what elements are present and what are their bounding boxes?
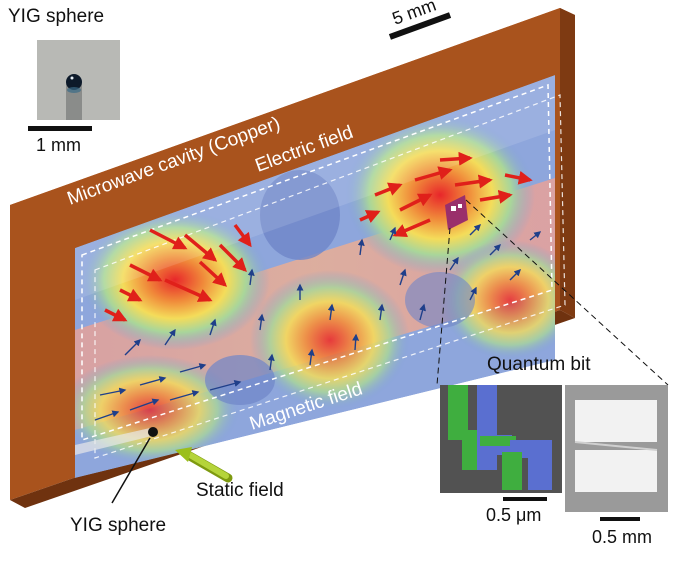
qubit-chip-in-cavity — [445, 195, 468, 230]
yig-sphere-photo — [37, 40, 120, 120]
yig-inset-scale-label: 1 mm — [36, 135, 81, 155]
yig-inset-title: YIG sphere — [8, 6, 105, 27]
quantum-bit-label: Quantum bit — [487, 354, 591, 375]
sem-scale-label: 0.5 μm — [486, 505, 542, 525]
chip-scale-bar — [600, 517, 640, 521]
qubit-chip-image — [565, 385, 668, 512]
magnetic-region-outline — [94, 94, 566, 459]
static-field-arrow — [175, 447, 233, 483]
yig-scale-bar — [28, 126, 92, 131]
electric-field-arrows — [104, 151, 533, 322]
magnetic-field-arrows — [94, 224, 542, 421]
chip-scale-label: 0.5 mm — [592, 527, 653, 547]
sem-scale-bar — [503, 497, 547, 501]
qubit-sem-image — [440, 385, 562, 493]
inset-connector-lines — [436, 199, 669, 386]
yig-sphere-in-cavity — [75, 427, 158, 504]
cavity-scale-bar — [388, 12, 452, 40]
static-field-label: Static field — [196, 480, 284, 501]
yig-sphere-label: YIG sphere — [70, 515, 167, 536]
